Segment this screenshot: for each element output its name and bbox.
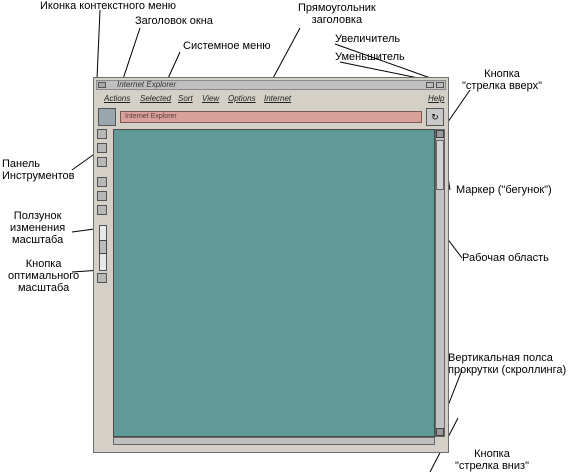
- back-button[interactable]: [98, 108, 116, 126]
- address-row: Internet Explorer ↻: [96, 106, 446, 128]
- callout-optimal-zoom-line1: Кнопка: [25, 258, 62, 270]
- menu-help[interactable]: Help: [428, 94, 445, 103]
- callout-thumb-marker: Маркер ("бегунок"): [456, 184, 552, 196]
- callout-window-title: Заголовок окна: [135, 15, 213, 27]
- callout-system-menu: Системное меню: [183, 40, 271, 52]
- tool-pointer-icon[interactable]: [97, 129, 107, 139]
- callout-vertical-scrollbar: Вертикальная полса прокрутки (скроллинга…: [448, 352, 566, 376]
- callout-maximizer: Увеличитель: [335, 33, 401, 45]
- refresh-icon[interactable]: ↻: [426, 108, 444, 126]
- callout-arrow-down: Кнопка "стрелка вниз": [455, 448, 529, 472]
- tool-select-icon[interactable]: [97, 143, 107, 153]
- callout-optimal-zoom-line3: масштаба: [17, 282, 70, 294]
- callout-vertical-scrollbar-line1: Вертикальная полса: [448, 352, 553, 364]
- work-area[interactable]: [113, 129, 435, 437]
- callout-toolbar-line2: Инструментов: [2, 170, 75, 182]
- menu-selected[interactable]: Selected: [140, 94, 172, 103]
- callout-arrow-up: Кнопка "стрелка вверх": [462, 68, 542, 92]
- tool-grid-icon[interactable]: [97, 191, 107, 201]
- callout-zoom-slider: Ползунок изменения масштаба: [10, 210, 65, 246]
- app-window: Internet Explorer Actions Selected Sort …: [93, 77, 449, 453]
- callout-arrow-down-line2: "стрелка вниз": [455, 460, 529, 472]
- title-bar[interactable]: Internet Explorer: [96, 80, 446, 90]
- callout-toolbar-line1: Панель: [2, 158, 41, 170]
- menu-view[interactable]: View: [202, 94, 220, 103]
- callout-title-rectangle: Прямоугольник заголовка: [298, 2, 376, 26]
- callout-zoom-slider-line1: Ползунок: [13, 210, 62, 222]
- horizontal-scrollbar[interactable]: [113, 437, 435, 445]
- callout-arrow-up-line2: "стрелка вверх": [462, 80, 543, 92]
- callout-context-menu-icon: Иконка контекстного меню: [40, 0, 177, 12]
- callout-zoom-slider-line2: изменения: [10, 222, 66, 234]
- zoom-slider-handle[interactable]: [99, 240, 107, 254]
- tool-text-icon[interactable]: [97, 177, 107, 187]
- address-field[interactable]: Internet Explorer: [120, 111, 422, 123]
- menu-options[interactable]: Options: [228, 94, 256, 103]
- arrow-up-button[interactable]: [436, 130, 444, 138]
- callout-vertical-scrollbar-line2: прокрутки (скроллинга): [448, 364, 567, 376]
- tool-pan-icon[interactable]: [97, 205, 107, 215]
- minimize-button[interactable]: [426, 82, 434, 88]
- scroll-thumb[interactable]: [436, 140, 444, 190]
- callout-title-rectangle-line1: Прямоугольник: [298, 2, 376, 14]
- callout-arrow-down-line1: Кнопка: [474, 448, 510, 460]
- callout-toolbar: Панель Инструментов: [2, 158, 75, 182]
- tool-panel: [96, 129, 110, 285]
- zoom-slider[interactable]: [99, 225, 107, 271]
- system-menu-bar: Actions Selected Sort View Options Inter…: [96, 92, 446, 106]
- context-menu-icon[interactable]: [98, 82, 106, 88]
- callout-title-rectangle-line2: заголовка: [311, 14, 363, 26]
- callout-zoom-slider-line3: масштаба: [12, 234, 64, 246]
- vertical-scrollbar[interactable]: [435, 129, 445, 437]
- callout-optimal-zoom: Кнопка оптимального масштаба: [8, 258, 79, 294]
- callout-minimizer: Уменьшитель: [335, 51, 405, 63]
- menu-sort[interactable]: Sort: [178, 94, 193, 103]
- callout-arrow-up-line1: Кнопка: [484, 68, 520, 80]
- tool-zoom-icon[interactable]: [97, 157, 107, 167]
- menu-internet[interactable]: Internet: [264, 94, 292, 103]
- window-title: Internet Explorer: [117, 80, 177, 89]
- optimal-zoom-button[interactable]: [97, 273, 107, 283]
- menu-actions[interactable]: Actions: [104, 94, 131, 103]
- callout-work-area: Рабочая область: [462, 252, 549, 264]
- arrow-down-button[interactable]: [436, 428, 444, 436]
- callout-optimal-zoom-line2: оптимального: [8, 270, 80, 282]
- maximize-button[interactable]: [436, 82, 444, 88]
